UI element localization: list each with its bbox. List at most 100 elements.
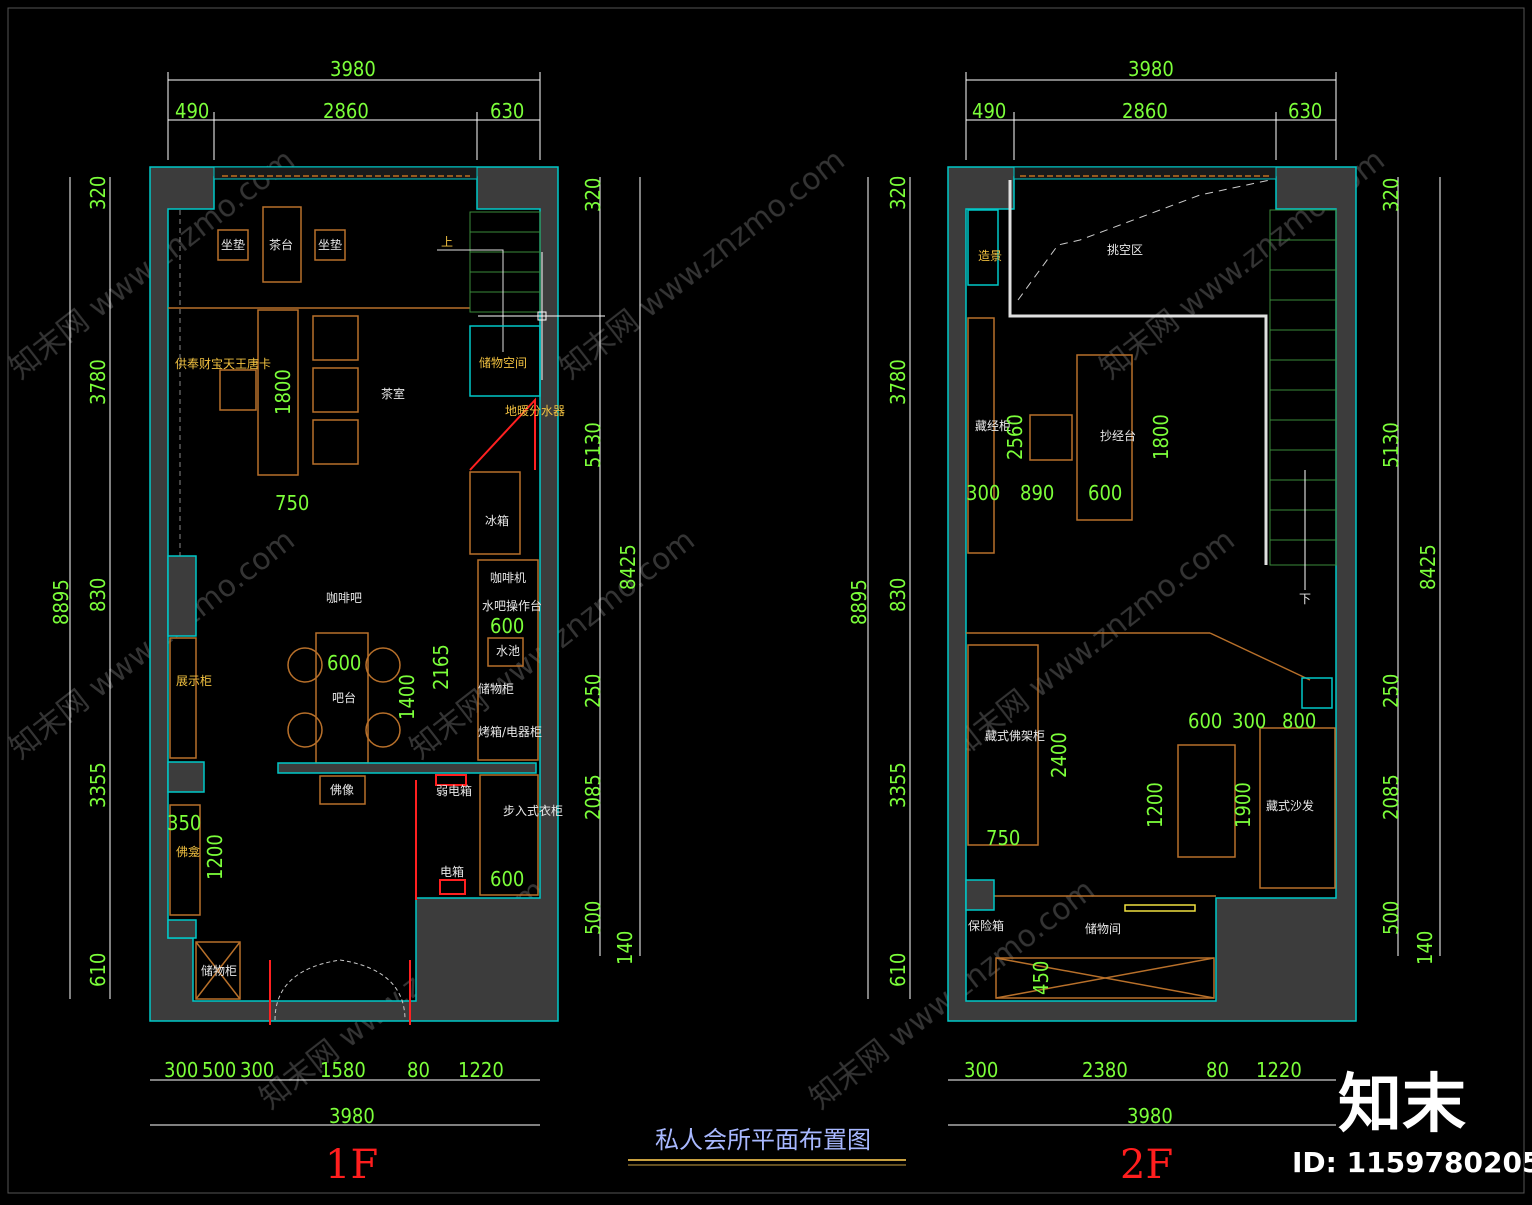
- f1-column: [167, 555, 197, 637]
- f1-floor-label: 1F: [325, 1142, 378, 1188]
- f1-long-table: [257, 309, 299, 476]
- f2-safe-label: 保险箱: [968, 918, 1004, 933]
- f2-column: [1301, 677, 1333, 709]
- f2-dim-890: 890: [1020, 481, 1054, 505]
- f1-dim-left-total: 8895: [49, 579, 73, 625]
- f1-coffee-bar-label: 咖啡吧: [326, 590, 362, 605]
- f2-dim-top-a: 490: [972, 99, 1006, 123]
- f1-cushion-right-label: 坐垫: [318, 237, 342, 252]
- f2-top-window: [1013, 166, 1277, 180]
- image-id: ID: 1159780205: [1292, 1146, 1532, 1179]
- f1-stool: [365, 712, 401, 748]
- f1-dim-right-c: 250: [581, 674, 605, 708]
- floor-1f-plan: 坐垫 茶台 坐垫 茶室 供奉财宝天王唐卡 上 储物空间 地暖分水器: [149, 166, 605, 1025]
- f1-entry-door[interactable]: [274, 959, 406, 1021]
- f1-weak-box: [435, 774, 467, 786]
- f1-stool: [365, 647, 401, 683]
- f2-dim-left-b: 3780: [886, 359, 910, 405]
- f1-dim-right-d: 2085: [581, 774, 605, 820]
- f2-tea-table: [1177, 744, 1236, 858]
- drawing-title: 私人会所平面布置图: [655, 1126, 871, 1154]
- f2-copy-table-label: 抄经台: [1100, 428, 1136, 443]
- f1-water-bar-label: 水吧操作台: [482, 598, 542, 613]
- f1-buddha-statue-label: 佛像: [330, 783, 354, 797]
- f1-tea-room-label: 茶室: [381, 386, 405, 401]
- f2-dim-2400: 2400: [1047, 732, 1071, 778]
- f1-walkin-closet-label: 步入式衣柜: [503, 803, 563, 818]
- f2-dim-450: 450: [1029, 961, 1053, 995]
- f1-chair: [312, 367, 359, 413]
- f2-dim-1800: 1800: [1149, 414, 1173, 460]
- f1-sink: [487, 637, 524, 667]
- f2-dim-left-a: 320: [886, 176, 910, 210]
- f1-sink-label: 水池: [496, 644, 520, 658]
- f1-dim-bottom-d: 1580: [320, 1058, 366, 1082]
- f1-stool: [287, 712, 323, 748]
- f1-water-bar: [477, 559, 539, 761]
- f1-dim-2165: 2165: [429, 644, 453, 690]
- f1-shrine-label: 供奉财宝天王唐卡: [175, 356, 271, 371]
- f2-dim-left-total: 8895: [847, 579, 871, 625]
- f1-dim-1200: 1200: [203, 834, 227, 880]
- f1-chair: [312, 419, 359, 465]
- f1-dim-left-b: 3780: [86, 359, 110, 405]
- f2-dim-right-b: 5130: [1379, 422, 1403, 468]
- f2-dim-600: 600: [1088, 481, 1122, 505]
- f2-void-label: 挑空区: [1107, 243, 1143, 257]
- f2-dim-1200: 1200: [1143, 782, 1167, 828]
- f2-dim-right-c: 250: [1379, 674, 1403, 708]
- f2-void-outline: [1017, 179, 1271, 301]
- f2-scenery-label: 造景: [978, 249, 1002, 263]
- f1-dim-right-e: 500: [581, 901, 605, 935]
- f2-dim-2560: 2560: [1003, 414, 1027, 460]
- f1-dim-left-e: 610: [86, 953, 110, 987]
- f2-void-railing: [1008, 180, 1268, 565]
- f2-dim-top-total: 3980: [1128, 57, 1174, 81]
- f1-dim-600-wardrobe: 600: [490, 867, 524, 891]
- f1-dim-350: 350: [167, 811, 201, 835]
- f2-dim-right-a: 320: [1379, 178, 1403, 212]
- f2-dim-bottom-c: 80: [1206, 1058, 1229, 1082]
- f2-dim-bottom-b: 2380: [1082, 1058, 1128, 1082]
- f1-dim-left-a: 320: [86, 176, 110, 210]
- f1-tea-table-label: 茶台: [269, 237, 293, 252]
- f1-dim-bottom-total: 3980: [329, 1104, 375, 1128]
- f1-dim-left-c: 830: [86, 578, 110, 612]
- f2-storage-room-label: 储物间: [1085, 921, 1121, 936]
- f1-fridge: [469, 471, 521, 555]
- f1-dim-bottom-c: 300: [240, 1058, 274, 1082]
- f2-dim-bottom-total: 3980: [1127, 1104, 1173, 1128]
- f2-dim-top-b: 2860: [1122, 99, 1168, 123]
- f2-dim-right-e: 500: [1379, 901, 1403, 935]
- f1-dim-1800: 1800: [271, 369, 295, 415]
- f1-dim-top-b: 2860: [323, 99, 369, 123]
- f2-dim-right-d: 2085: [1379, 774, 1403, 820]
- f2-sutra-cab: [967, 317, 995, 554]
- f1-storage-cab-label: 储物柜: [478, 681, 514, 696]
- f1-dim-bottom-a: 300: [164, 1058, 198, 1082]
- f1-dim-600-sink: 600: [490, 614, 524, 638]
- f2-dim-300b: 300: [1232, 709, 1266, 733]
- f2-chair: [1029, 414, 1073, 461]
- f1-column: [167, 761, 205, 793]
- f2-dim-left-e: 610: [886, 953, 910, 987]
- f2-dim-right-f: 140: [1413, 931, 1437, 965]
- f1-display-cab-label: 展示柜: [176, 674, 212, 688]
- f1-cushion-right: [314, 229, 346, 261]
- f2-door[interactable]: [1124, 904, 1196, 912]
- f1-dimensions: 3980 490 2860 630 3980 300 500 300 1580 …: [49, 57, 641, 1188]
- floor-2f-plan: 挑空区 造景 下 藏经柜 抄经台 藏式佛架柜 藏式沙发: [947, 166, 1357, 1022]
- f2-sofa: [1259, 727, 1336, 889]
- f1-fridge-label: 冰箱: [485, 513, 509, 528]
- f1-entry-cab-label: 储物柜: [201, 963, 237, 978]
- f1-buddha-statue: [319, 775, 366, 805]
- f2-dim-800: 800: [1282, 709, 1316, 733]
- f1-dim-750: 750: [275, 491, 309, 515]
- f1-stairs: [437, 211, 541, 352]
- f1-bar-table-label: 吧台: [332, 690, 356, 705]
- f1-dim-right-f: 140: [613, 931, 637, 965]
- f1-floor-heating: [469, 397, 536, 471]
- f1-dim-600-table: 600: [327, 651, 361, 675]
- f2-buddha-cab: [967, 644, 1039, 846]
